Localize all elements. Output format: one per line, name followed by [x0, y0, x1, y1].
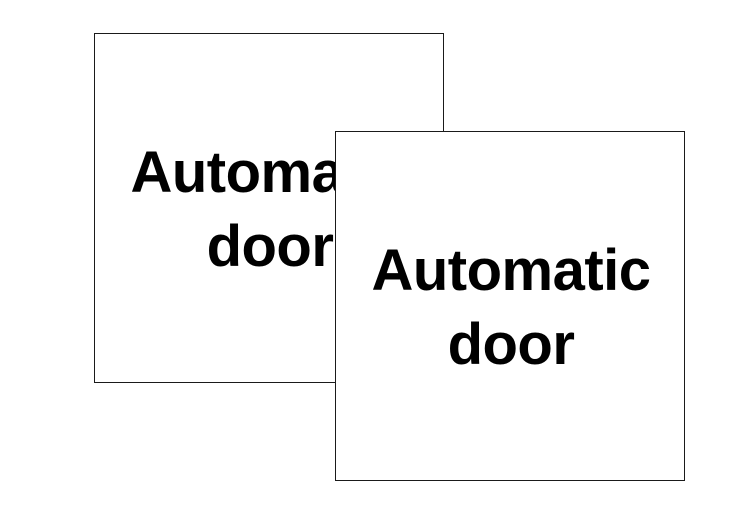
- sign-text-front: Automatic door: [336, 133, 684, 480]
- sign-line-2: door: [447, 312, 575, 377]
- sign-line-2: door: [206, 214, 334, 279]
- sign-line-1: Automatic: [371, 238, 651, 303]
- automatic-door-sign-front: Automatic door: [335, 131, 685, 481]
